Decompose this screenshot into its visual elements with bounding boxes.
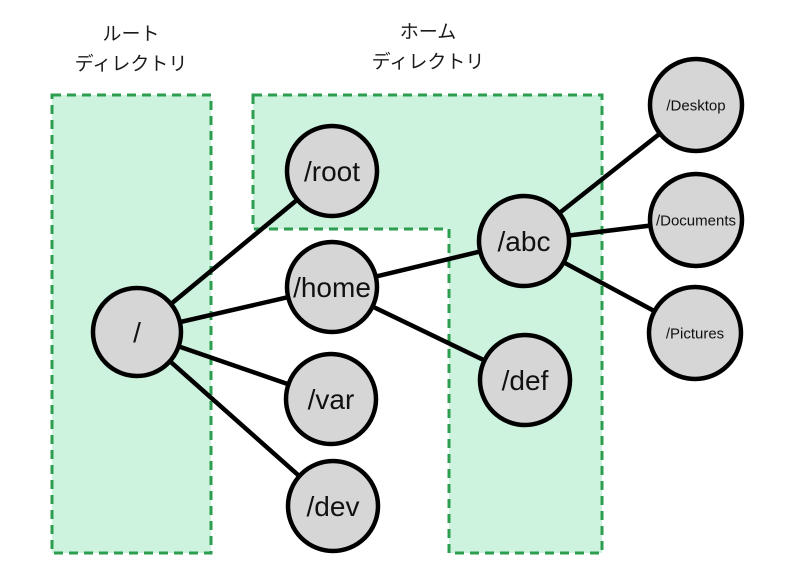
node-root: /	[90, 285, 184, 379]
node-var-label: /var	[308, 384, 355, 415]
node-desktop-label: /Desktop	[666, 97, 725, 114]
home-directory-label-line2: ディレクトリ	[372, 51, 485, 73]
node-abc-label: /abc	[498, 226, 551, 257]
node-documents: /Documents	[647, 171, 745, 269]
node-root-label: /	[133, 317, 141, 348]
node-documents-label: /Documents	[656, 212, 736, 229]
node-desktop: /Desktop	[647, 56, 745, 154]
node-var: /var	[283, 351, 379, 447]
node-desktop-circle	[647, 56, 745, 154]
node-home-label: /home	[293, 272, 371, 303]
node-home: /home	[284, 239, 380, 335]
node-home-circle	[284, 239, 380, 335]
node-var-circle	[283, 351, 379, 447]
node-abc: /abc	[476, 193, 572, 289]
node-def-label: /def	[502, 365, 549, 396]
node-abc-circle	[476, 193, 572, 289]
node-pictures-label: /Pictures	[666, 325, 724, 342]
node-pictures-circle	[646, 284, 744, 382]
node-documents-circle	[647, 171, 745, 269]
node-pictures: /Pictures	[646, 284, 744, 382]
home-directory-label-line1: ホーム	[400, 22, 456, 43]
root-directory-label-line1: ルート	[102, 24, 159, 45]
node-def-circle	[477, 332, 573, 428]
node-slashroot-label: /root	[304, 156, 360, 187]
root-directory-label-line2: ディレクトリ	[75, 53, 188, 75]
node-root-circle	[90, 285, 184, 379]
node-slashroot: /root	[284, 123, 380, 219]
node-dev-circle	[285, 458, 381, 554]
node-dev: /dev	[285, 458, 381, 554]
node-def: /def	[477, 332, 573, 428]
node-dev-label: /dev	[307, 491, 360, 522]
node-slashroot-circle	[284, 123, 380, 219]
